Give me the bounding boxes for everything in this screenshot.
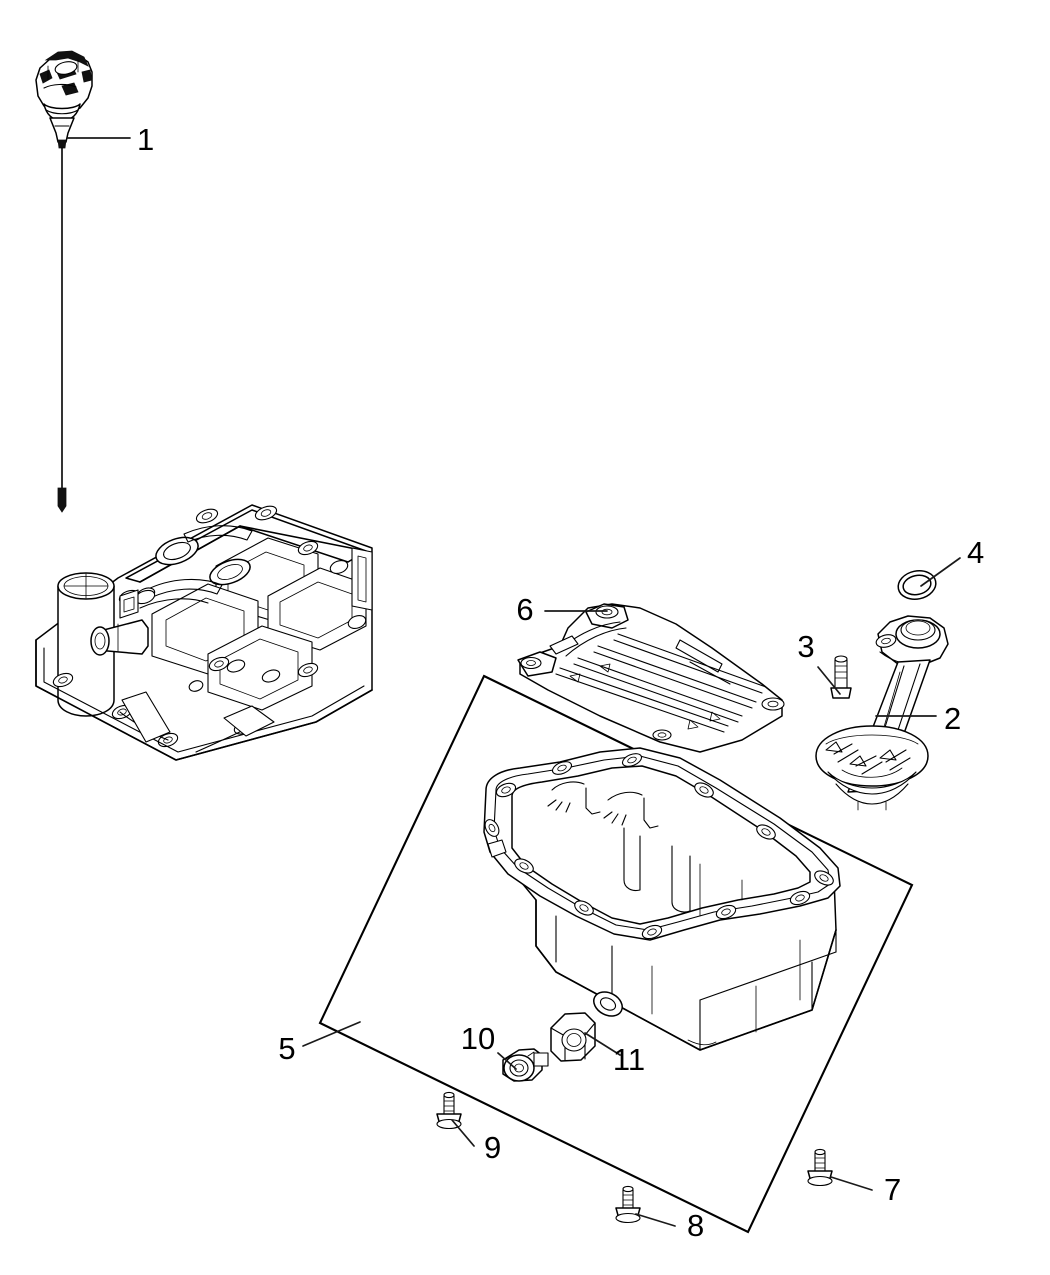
callout-number-6: 6	[516, 592, 533, 627]
dipstick-blade	[57, 147, 67, 513]
part-7-bolt[interactable]	[807, 1148, 833, 1187]
part-9-bolt[interactable]	[436, 1091, 462, 1130]
callout-number-7: 7	[884, 1172, 901, 1207]
part-2-pickup-tube[interactable]	[815, 615, 949, 811]
oil-pan[interactable]	[482, 747, 841, 1051]
callout-number-2: 2	[944, 701, 961, 736]
callout-number-1: 1	[137, 122, 154, 157]
part-3-pickup-bolt[interactable]	[830, 655, 852, 699]
part-4-o-ring[interactable]	[896, 567, 939, 602]
part-11-hex-nut[interactable]	[550, 1012, 596, 1062]
callout-numbers: 1 2 3 4 5 6 7 8 9 10 11	[137, 122, 984, 1243]
oil-fill-tube	[57, 572, 115, 717]
leader-11	[584, 1032, 621, 1056]
callout-number-4: 4	[967, 535, 984, 570]
leader-7	[830, 1176, 873, 1191]
part-10-drain-plug[interactable]	[502, 1048, 549, 1082]
leader-3	[817, 666, 841, 695]
leader-10	[497, 1052, 517, 1070]
callout-number-8: 8	[687, 1208, 704, 1243]
pcv-nipple	[90, 619, 149, 656]
callout-number-9: 9	[484, 1130, 501, 1165]
leader-4	[920, 557, 961, 587]
leader-8	[635, 1213, 676, 1227]
part-1-dipstick[interactable]	[35, 50, 93, 513]
callout-leader-lines	[67, 137, 961, 1227]
leader-9	[451, 1119, 475, 1147]
dipstick-handle	[35, 50, 93, 149]
callout-number-3: 3	[797, 629, 814, 664]
part-6-windage-tray[interactable]	[517, 603, 785, 753]
callout-number-11: 11	[613, 1042, 645, 1077]
cylinder-head-cover[interactable]	[35, 504, 373, 761]
callout-number-5: 5	[278, 1031, 295, 1066]
leader-5	[302, 1021, 361, 1047]
part-8-bolt[interactable]	[615, 1185, 641, 1224]
callout-number-10: 10	[461, 1021, 495, 1056]
